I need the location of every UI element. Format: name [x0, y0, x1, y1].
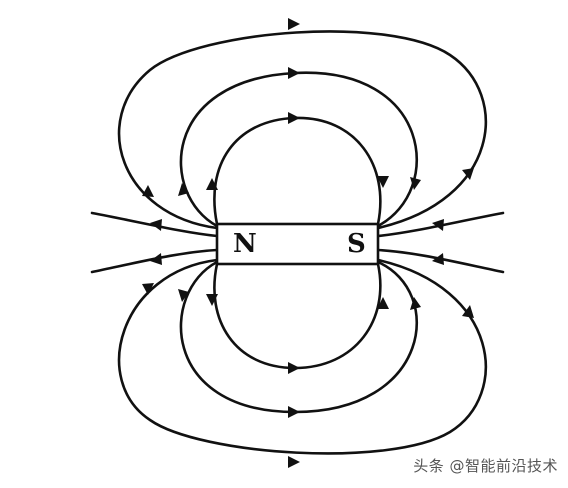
arrow-top-inner	[288, 112, 300, 124]
field-line-top-outer	[117, 30, 488, 230]
bar-magnet	[215, 222, 380, 266]
arrow-bottom-outer	[288, 456, 300, 468]
arrow-top-middle-left	[178, 183, 189, 196]
field-line-top-inner	[213, 116, 382, 226]
arrow-bottom-inner-right	[377, 297, 389, 309]
arrow-top-inner-right	[377, 176, 389, 188]
field-line-bottom-inner	[213, 262, 382, 370]
arrow-right-lower	[432, 253, 444, 265]
arrow-top-outer	[288, 18, 300, 30]
arrow-bottom-outer-left	[142, 283, 154, 295]
south-pole-label: S	[347, 229, 366, 259]
arrow-top-inner-left	[206, 178, 218, 190]
arrow-top-middle	[288, 67, 300, 79]
arrow-bottom-outer-right	[462, 305, 474, 318]
arrow-left-upper	[150, 219, 162, 231]
north-pole-label: N	[233, 229, 257, 259]
arrow-top-outer-left	[142, 185, 154, 197]
arrow-top-middle-right	[410, 177, 421, 190]
arrow-left-lower	[150, 253, 162, 265]
field-line-bottom-outer	[117, 258, 488, 455]
watermark: 头条 @智能前沿技术	[413, 457, 558, 475]
field-line-right-upper	[376, 211, 505, 238]
arrow-bottom-middle-left	[178, 289, 189, 302]
arrow-bottom-inner	[288, 362, 300, 374]
arrow-top-outer-right	[462, 168, 474, 180]
arrow-bottom-middle-right	[410, 297, 421, 310]
arrow-right-upper	[432, 219, 444, 231]
arrow-bottom-middle	[288, 406, 300, 418]
arrow-bottom-inner-left	[206, 294, 218, 306]
